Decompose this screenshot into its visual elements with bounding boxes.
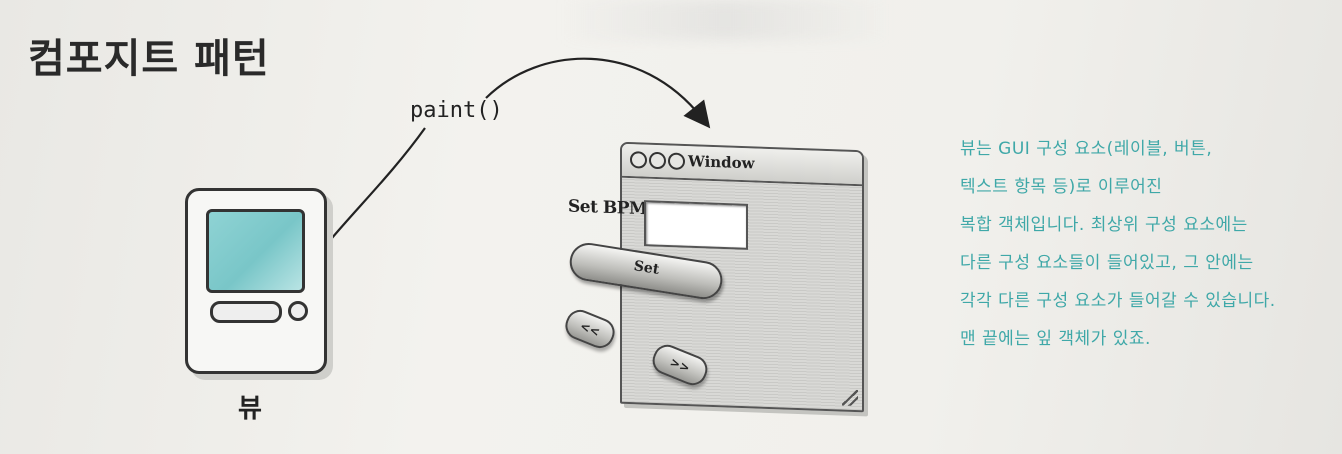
window-title: Window	[688, 152, 755, 173]
explanation-note: 뷰는 GUI 구성 요소(레이블, 버튼, 텍스트 항목 등)로 이루어진 복합…	[960, 130, 1320, 358]
view-label: 뷰	[238, 394, 262, 424]
device-screen	[206, 209, 305, 293]
resize-grip-icon[interactable]	[842, 389, 858, 407]
note-line: 복합 객체입니다. 최상위 구성 요소에는	[960, 215, 1248, 235]
view-device	[185, 188, 327, 374]
bleed-through-smudge	[560, 0, 890, 40]
note-line: 텍스트 항목 등)로 이루어진	[960, 177, 1163, 197]
close-circle-icon[interactable]	[630, 151, 647, 169]
device-slot	[210, 301, 282, 323]
note-line: 각각 다른 구성 요소가 들어갈 수 있습니다.	[960, 291, 1276, 311]
view-to-label-curve	[331, 127, 426, 239]
bpm-label: Set BPM:	[568, 196, 654, 220]
note-line: 맨 끝에는 잎 객체가 있죠.	[960, 329, 1151, 349]
bpm-input[interactable]	[644, 200, 748, 250]
note-line: 뷰는 GUI 구성 요소(레이블, 버튼,	[960, 139, 1213, 159]
device-knob	[288, 301, 308, 321]
label-to-window-arrow	[485, 57, 711, 129]
paint-call-label: paint()	[410, 98, 503, 123]
window-titlebar: Window	[622, 143, 862, 187]
minimize-circle-icon[interactable]	[649, 151, 666, 170]
page-title: 컴포지트 패턴	[28, 36, 270, 82]
zoom-circle-icon[interactable]	[668, 152, 685, 171]
note-line: 다른 구성 요소들이 들어있고, 그 안에는	[960, 253, 1254, 273]
